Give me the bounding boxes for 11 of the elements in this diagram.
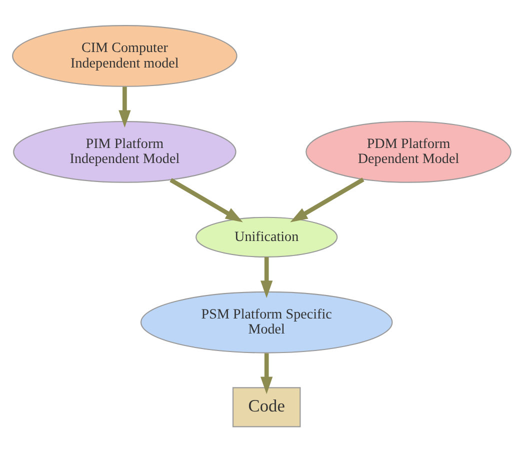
node-ellipse: PIM Platform Independent Model <box>13 120 236 182</box>
arrow <box>170 178 243 222</box>
arrow <box>260 256 273 298</box>
arrow <box>290 177 364 222</box>
node-box: Code <box>232 386 301 427</box>
node-ellipse: PDM Platform Dependent Model <box>306 120 512 182</box>
node-ellipse: CIM Computer Independent model <box>12 24 238 86</box>
arrow <box>260 352 273 394</box>
node-ellipse: Unification <box>196 216 338 257</box>
node-ellipse: PSM Platform Specific Model <box>140 290 393 353</box>
arrow <box>118 86 131 128</box>
